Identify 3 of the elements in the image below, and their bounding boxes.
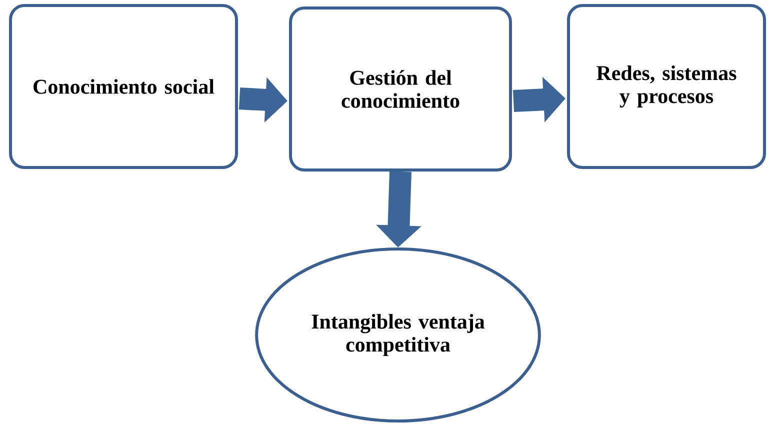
process-box: Gestión del conocimiento <box>289 6 512 172</box>
process-box: Redes, sistemas y procesos <box>567 4 766 169</box>
process-box: Conocimiento social <box>9 4 238 169</box>
